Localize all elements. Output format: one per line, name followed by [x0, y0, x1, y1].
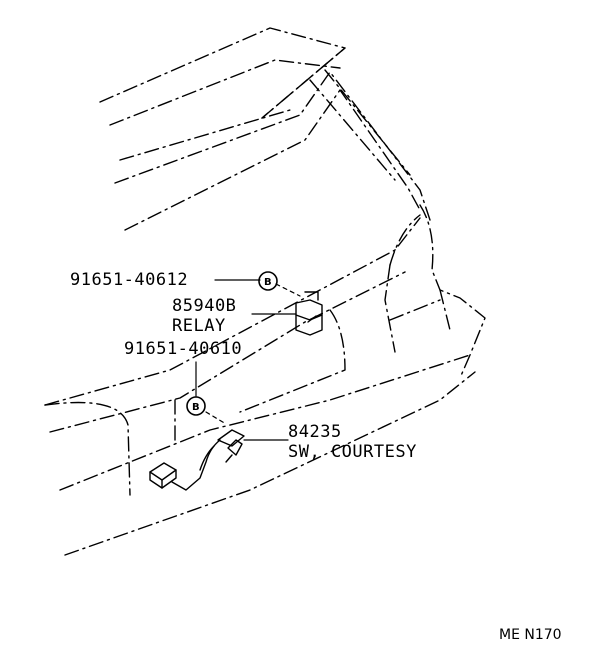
bolt-b-icon-lower	[186, 396, 206, 416]
bolt-upper-symbol: B	[264, 277, 272, 288]
relay-name: RELAY	[172, 316, 226, 336]
quarter-panel-outline	[384, 204, 486, 379]
bolt-lower-part-number: 91651-40610	[124, 339, 243, 359]
bolt-upper-part-number: 91651-40612	[70, 270, 189, 290]
bolt-lower-symbol: B	[192, 402, 200, 413]
relay-shape	[295, 291, 323, 336]
connector-shape	[149, 462, 177, 489]
spoiler-outline	[99, 27, 346, 126]
courtesy-switch-shape	[171, 429, 245, 491]
switch-name: SW, COURTESY	[288, 442, 417, 462]
relay-part-number: 85940B	[172, 296, 237, 316]
switch-part-number: 84235	[288, 422, 342, 442]
hatch-body-outline	[44, 217, 476, 556]
figure-code: ME N170	[499, 627, 562, 643]
rear-window-outline	[114, 69, 431, 231]
bolt-b-icon	[258, 271, 278, 291]
dashed-leaders	[205, 283, 301, 425]
leader-lines	[195, 279, 297, 441]
